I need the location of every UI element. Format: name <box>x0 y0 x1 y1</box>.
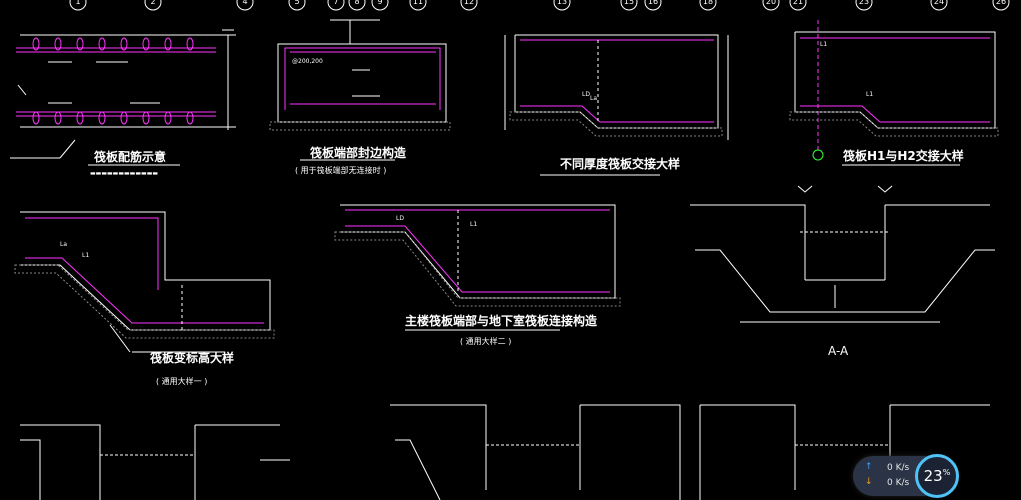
detail-elevation-change <box>14 211 275 353</box>
svg-text:5: 5 <box>294 0 299 6</box>
title-thickness-change: 不同厚度筏板交接大样 <box>560 156 680 171</box>
detail-thickness-change <box>504 34 729 176</box>
note-raft-rebar: ▬▬▬▬▬▬▬▬▬▬▬▬ <box>90 170 158 177</box>
svg-text:16: 16 <box>648 0 658 6</box>
download-arrow-icon: ↓ <box>865 477 873 487</box>
title-elevation-change: 筏板变标高大样 <box>150 350 234 365</box>
detail-bottom-mid <box>390 404 681 500</box>
dim-spacing: @200,200 <box>292 58 323 65</box>
detail-h1-h2 <box>789 20 999 166</box>
detail-raft-rebar <box>10 29 236 166</box>
detail-raft-edge <box>269 19 451 161</box>
svg-text:9: 9 <box>377 0 382 6</box>
svg-text:12: 12 <box>464 0 474 6</box>
subtitle-main-tower: ( 通用大样二 ) <box>460 336 511 346</box>
svg-text:1: 1 <box>75 0 80 6</box>
svg-text:26: 26 <box>996 0 1006 6</box>
detail-section-aa <box>690 185 995 323</box>
usage-percent-unit: % <box>942 468 951 477</box>
svg-text:2: 2 <box>150 0 155 6</box>
upload-arrow-icon: ↑ <box>865 462 873 472</box>
axis-bubbles <box>69 0 1010 11</box>
detail-bottom-left <box>20 424 290 500</box>
svg-text:13: 13 <box>557 0 567 6</box>
svg-text:21: 21 <box>793 0 803 6</box>
detail-bottom-right <box>699 404 990 500</box>
usage-percent-badge[interactable]: 23% <box>915 454 959 498</box>
dim-l1-6: L1 <box>470 221 477 228</box>
title-section-aa: A-A <box>828 344 849 358</box>
title-raft-edge: 筏板端部封边构造 <box>310 145 407 160</box>
title-h1-h2: 筏板H1与H2交接大样 <box>843 148 964 163</box>
svg-text:23: 23 <box>859 0 869 6</box>
download-rate: 0 K/s <box>887 478 910 488</box>
title-raft-rebar: 筏板配筋示意 <box>94 149 166 164</box>
title-main-tower: 主楼筏板端部与地下室筏板连接构造 <box>405 313 598 328</box>
svg-text:7: 7 <box>333 0 338 6</box>
svg-text:15: 15 <box>624 0 634 6</box>
dim-l1-4b: L1 <box>866 91 873 98</box>
svg-text:20: 20 <box>766 0 776 6</box>
usage-percent: 23 <box>923 467 943 485</box>
subtitle-elevation-change: ( 通用大样一 ) <box>156 376 207 386</box>
svg-text:18: 18 <box>703 0 713 6</box>
svg-text:24: 24 <box>934 0 944 6</box>
network-speed-widget[interactable]: ↑ 0 K/s ↓ 0 K/s 23% <box>853 454 959 498</box>
dim-la-5: La <box>60 241 67 248</box>
svg-text:8: 8 <box>354 0 359 6</box>
upload-rate: 0 K/s <box>887 463 910 473</box>
dim-ld-6: LD <box>396 215 404 222</box>
dim-ld-3: LD <box>582 91 590 98</box>
dim-l1-4: L1 <box>820 41 827 48</box>
svg-text:11: 11 <box>413 0 423 6</box>
svg-text:4: 4 <box>242 0 247 6</box>
subtitle-raft-edge: ( 用于筏板端部无连接时 ) <box>295 165 386 175</box>
dim-la-3: La <box>590 95 597 102</box>
dim-l1-5: L1 <box>82 252 89 259</box>
detail-main-tower <box>334 204 621 331</box>
